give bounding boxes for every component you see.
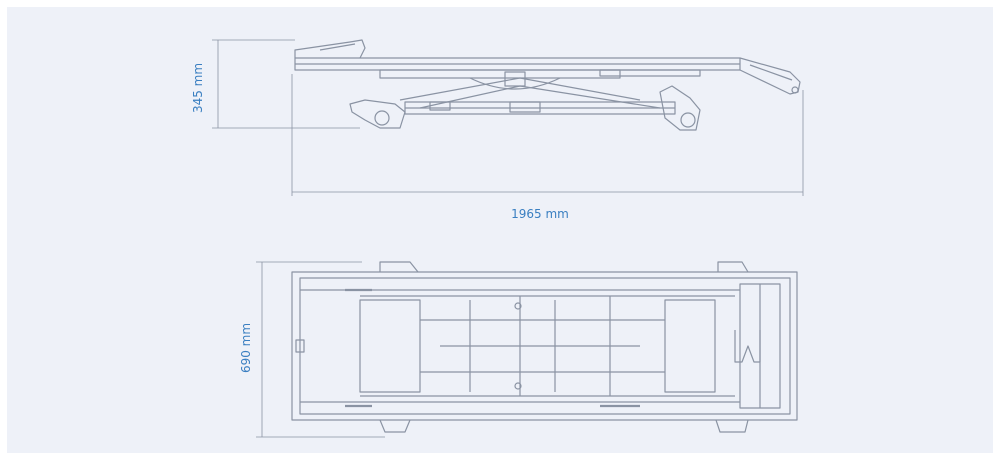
length-dimension-label: 1965 mm — [511, 207, 569, 221]
side-view — [294, 39, 801, 131]
dimension-lines — [212, 39, 804, 438]
height-dimension-label: 345 mm — [191, 62, 205, 114]
plan-view — [291, 261, 798, 433]
depth-dimension-label: 690 mm — [239, 322, 253, 374]
